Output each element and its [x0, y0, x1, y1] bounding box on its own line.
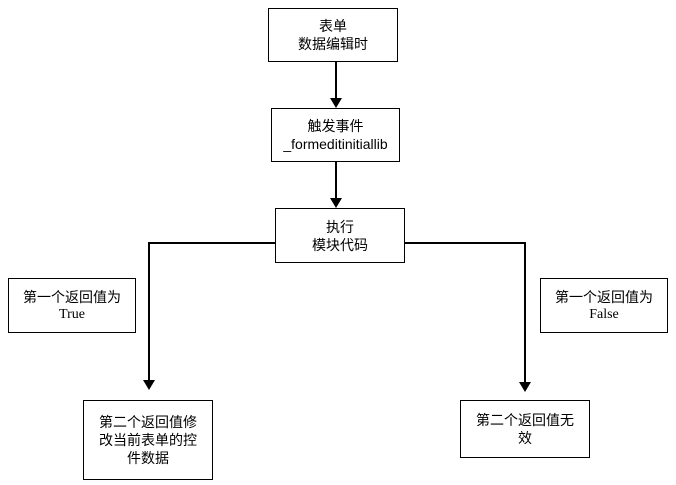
label-first-return-true: 第一个返回值为 True [8, 278, 136, 333]
node-second-return-modify-line2: 改当前表单的控 [99, 432, 197, 448]
node-second-return-modify-line1: 第二个返回值修 [99, 414, 197, 430]
connector-form-to-trigger-arrowhead-icon [330, 98, 342, 108]
node-second-return-invalid-line1: 第二个返回值无 [476, 412, 574, 428]
connector-trigger-to-execute-line [335, 162, 337, 198]
node-second-return-invalid: 第二个返回值无 效 [460, 400, 590, 458]
branch-left-vertical-line [148, 242, 150, 380]
connector-form-to-trigger-line [335, 62, 337, 98]
label-first-return-true-line1: 第一个返回值为 [23, 288, 121, 305]
node-second-return-modify-line3: 件数据 [127, 450, 169, 466]
branch-right-arrowhead-icon [519, 382, 531, 392]
node-second-return-modify: 第二个返回值修 改当前表单的控 件数据 [83, 400, 213, 480]
node-trigger-event: 触发事件 _formeditinitiallib [271, 108, 400, 162]
node-execute-module-line2: 模块代码 [312, 236, 368, 253]
node-execute-module-line1: 执行 [326, 218, 354, 235]
connector-trigger-to-execute-arrowhead-icon [330, 198, 342, 208]
label-first-return-false: 第一个返回值为 False [540, 278, 668, 333]
node-form-edit: 表单 数据编辑时 [268, 8, 398, 62]
branch-right-horizontal-line [405, 242, 526, 244]
node-form-edit-line1: 表单 [319, 18, 347, 34]
branch-left-horizontal-line [148, 242, 275, 244]
branch-right-vertical-line [524, 242, 526, 382]
node-form-edit-line2: 数据编辑时 [298, 36, 368, 52]
label-first-return-false-line1: 第一个返回值为 [555, 288, 653, 305]
node-second-return-invalid-line2: 效 [518, 430, 532, 446]
node-trigger-event-line2: _formeditinitiallib [283, 136, 388, 152]
label-first-return-true-line2: True [59, 306, 85, 322]
branch-left-arrowhead-icon [143, 380, 155, 390]
node-trigger-event-line1: 触发事件 [307, 118, 364, 134]
label-first-return-false-line2: False [589, 306, 619, 322]
node-execute-module: 执行 模块代码 [275, 208, 405, 263]
